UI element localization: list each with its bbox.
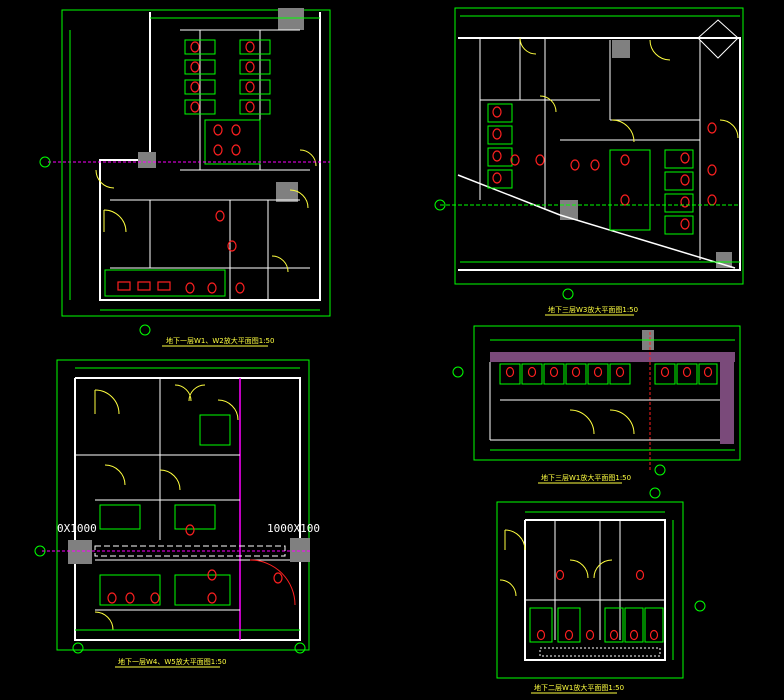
toilet-fixtures <box>536 569 659 641</box>
dimension-note-right: 1000X100 <box>267 522 320 535</box>
grid-bubble <box>694 600 706 612</box>
dimension-lines <box>460 15 740 263</box>
diagonal-wall <box>457 174 561 216</box>
partitions <box>75 378 300 611</box>
grid-bubble <box>434 199 446 211</box>
plan-title: 地下一层W4、W5放大平面图1:50 <box>118 657 226 666</box>
plan-title: 地下二层W1放大平面图1:50 <box>534 683 624 692</box>
dimension-note-left: 0X1000 <box>57 522 97 535</box>
plan-title: 地下三层W1放大平面图1:50 <box>541 473 631 482</box>
grid-bubble <box>39 156 51 168</box>
plan-w4-w5-b1: 0X1000 1000X100 地下一层W4、W5放大平面图1:50 <box>34 359 320 668</box>
door-swings <box>569 409 635 435</box>
plan-w1-w2-b1: 地下一层W1、W2放大平面图1:50 <box>39 8 331 347</box>
grid-bubble <box>34 545 46 557</box>
plan-title: 地下三层W3放大平面图1:50 <box>548 305 638 314</box>
column <box>612 40 630 58</box>
door-swings <box>519 37 739 143</box>
plan-frame <box>496 501 684 679</box>
toilet-stalls <box>487 103 694 235</box>
partitions <box>479 38 701 260</box>
grid-bubble <box>72 642 84 654</box>
plan-title: 地下一层W1、W2放大平面图1:50 <box>166 336 274 345</box>
toilet-fixtures <box>107 524 283 604</box>
door-swing-large <box>249 559 296 606</box>
toilet-fixtures <box>505 366 713 378</box>
grid-bubble <box>654 464 666 476</box>
dimension-lines <box>69 17 320 311</box>
plan-frame <box>61 9 331 317</box>
outer-wall <box>458 37 741 271</box>
door-swings <box>95 149 317 273</box>
column <box>138 152 156 168</box>
corridor-band <box>94 545 286 557</box>
toilet-fixtures <box>492 106 717 230</box>
dimension-lines <box>490 339 735 451</box>
dimension-lines <box>75 367 300 631</box>
plan-frame <box>56 359 310 651</box>
plan-frame <box>454 7 744 285</box>
stair-symbol <box>697 19 739 59</box>
grid-bubble <box>562 288 574 300</box>
plan-w1-b2: 地下二层W1放大平面图1:50 <box>496 487 706 694</box>
grid-bubble <box>649 487 661 499</box>
door-swings <box>94 384 239 631</box>
column <box>278 8 304 30</box>
hatched-wall <box>490 352 735 362</box>
toilet-stalls <box>104 39 271 297</box>
grid-bubble <box>294 642 306 654</box>
toilet-stalls <box>99 414 231 606</box>
partitions <box>525 520 665 640</box>
diagonal-wall <box>559 214 736 269</box>
outer-wall <box>99 12 321 301</box>
hatched-wall <box>720 352 734 444</box>
plan-w3-b3: 地下三层W3放大平面图1:50 <box>434 7 744 316</box>
toilet-stalls <box>499 363 718 385</box>
plan-w1-b3: 地下三层W1放大平面图1:50 <box>452 325 741 484</box>
partitions <box>489 362 720 441</box>
column <box>68 540 92 564</box>
column <box>290 538 310 562</box>
toilet-fixtures <box>117 41 255 294</box>
plan-frame <box>473 325 741 461</box>
toilet-stalls <box>529 607 664 643</box>
door-swings <box>499 529 613 597</box>
column <box>276 182 298 202</box>
wall-band <box>539 647 661 657</box>
outer-wall <box>524 519 666 661</box>
grid-bubble <box>139 324 151 336</box>
dimension-lines <box>525 511 674 660</box>
grid-bubble <box>452 366 464 378</box>
